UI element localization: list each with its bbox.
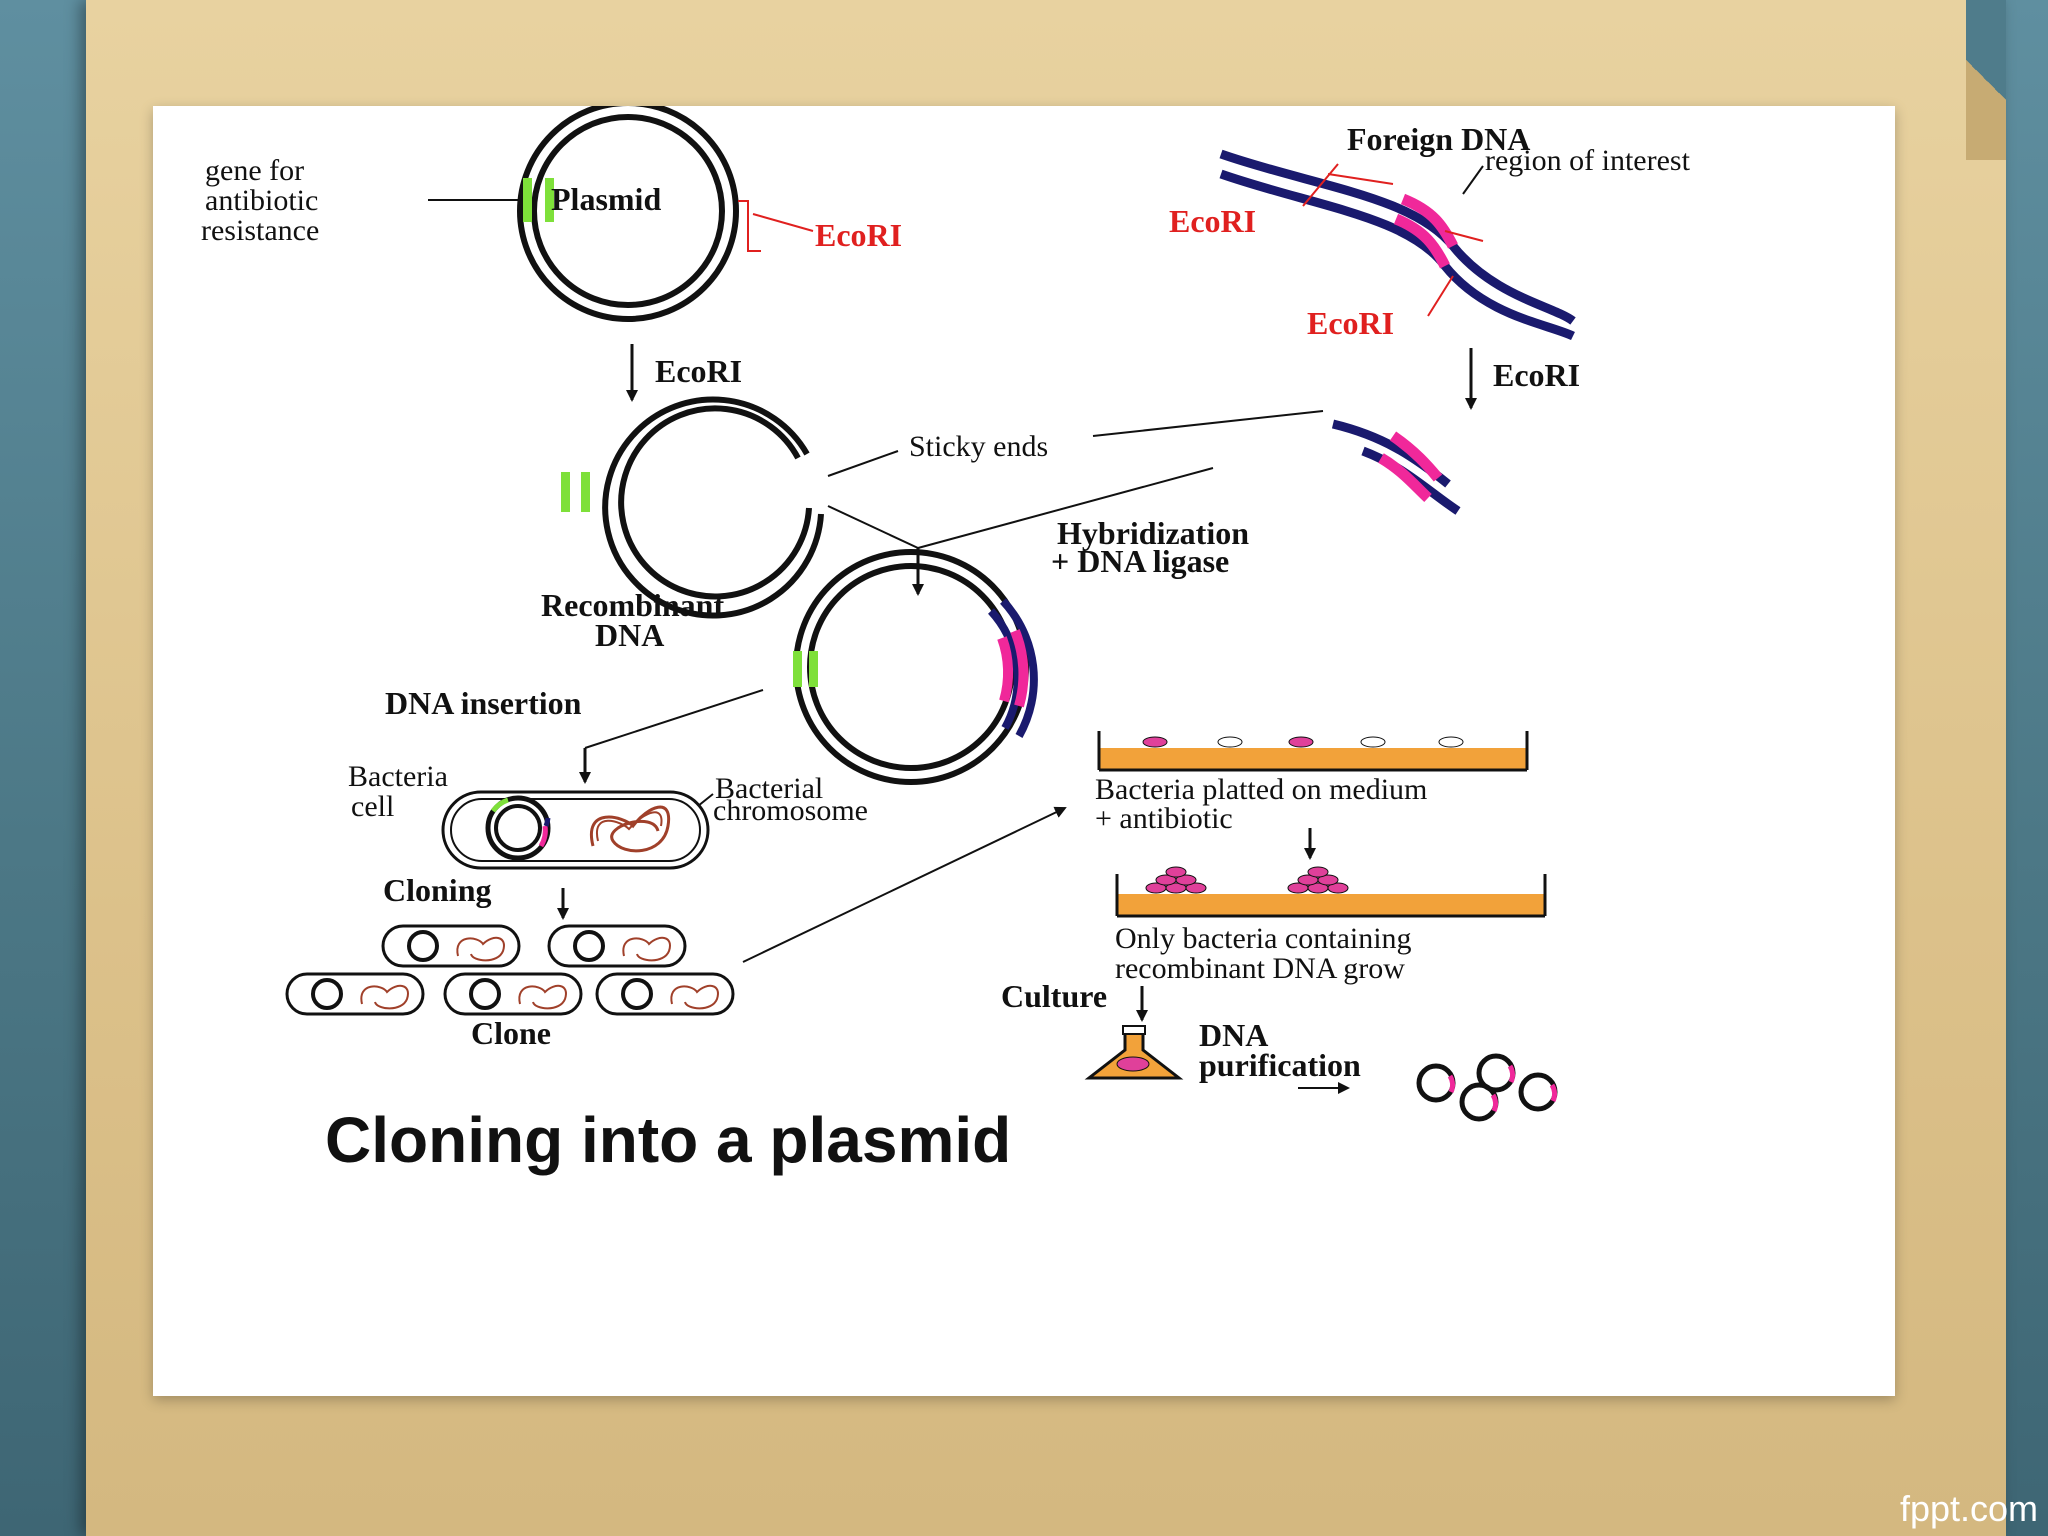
label-gene-for: gene for [205,154,304,187]
label-bacterial: Bacterial [715,772,823,805]
culture-flask [1084,1025,1184,1080]
arrow-to-plate [742,806,1067,963]
label-dna: DNA [1199,1017,1268,1053]
bacteria-cell [441,790,710,870]
label-foreign-dna: Foreign DNA [1347,121,1530,157]
label-cell: cell [351,790,394,823]
label-ecori-plasmid: EcoRI [815,217,902,253]
colony-cluster-2 [1287,866,1349,894]
clone-cell-2 [547,924,687,968]
label-antibiotic: antibiotic [205,184,318,217]
plasmid-ring [517,106,814,322]
clone-cell-1 [381,924,521,968]
agar-plate-2 [1115,866,1547,918]
label-recombinant: Recombinant [541,587,724,623]
label-clone: Clone [471,1015,551,1051]
cut-plasmid [561,396,824,619]
sticky-end-fragment [1331,419,1461,515]
label-only-1: Only bacteria containing [1115,922,1412,955]
label-sticky-ends: Sticky ends [909,430,1048,463]
purified-plasmid-4 [1518,1072,1558,1112]
label-ecori-bottom: EcoRI [1307,305,1394,341]
label-platted-1: Bacteria platted on medium [1095,773,1427,806]
clone-cell-3 [285,972,425,1016]
clone-cell-5 [595,972,735,1016]
label-region-of-interest: region of interest [1485,144,1691,177]
label-resistance: resistance [201,214,319,247]
label-recombinant-dna: DNA [595,617,664,653]
label-platted-2: + antibiotic [1095,802,1233,835]
label-dna-insertion: DNA insertion [385,685,582,721]
brand-watermark: fppt.com [1899,1488,2038,1529]
label-ecori-cut-plasmid: EcoRI [655,353,742,389]
label-hybridization: Hybridization [1057,515,1249,551]
label-ecori-left: EcoRI [1169,203,1256,239]
purified-plasmid-2 [1476,1053,1516,1093]
label-plasmid: Plasmid [551,181,661,217]
foreign-dna-strand [1219,149,1576,341]
slide: gene for antibiotic resistance Plasmid E… [153,106,1895,1396]
agar-plate-1 [1097,731,1529,772]
label-cloning: Cloning [383,872,491,908]
label-ecori-cut-foreign: EcoRI [1493,357,1580,393]
clone-cell-4 [443,972,583,1016]
label-dna-ligase: + DNA ligase [1051,543,1229,579]
cloning-diagram: gene for antibiotic resistance Plasmid E… [201,106,1691,1176]
label-culture: Culture [1001,978,1107,1014]
label-only-2: recombinant DNA grow [1115,952,1405,985]
purified-plasmid-1 [1416,1063,1456,1103]
purified-plasmid-3 [1459,1082,1499,1122]
label-chromosome: chromosome [713,794,868,827]
colony-cluster-1 [1145,866,1207,894]
slide-title: Cloning into a plasmid [325,1104,1011,1176]
recombinant-plasmid [793,549,1038,785]
label-purification: purification [1199,1047,1361,1083]
label-bacteria: Bacteria [348,760,448,793]
